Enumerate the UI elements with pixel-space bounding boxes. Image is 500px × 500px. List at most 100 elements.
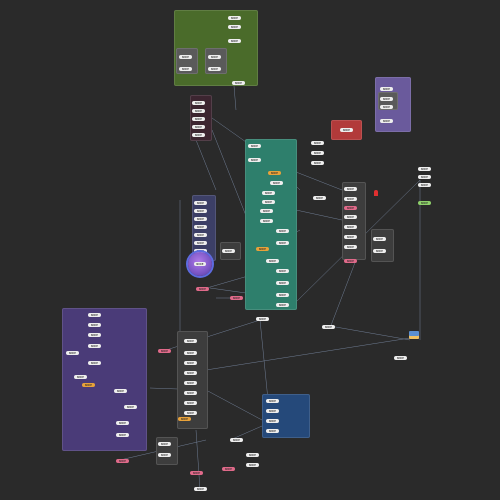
node[interactable]: NODE (178, 416, 191, 421)
node[interactable]: NODE (266, 398, 279, 403)
node[interactable]: NODE (311, 150, 324, 155)
node[interactable]: NODE (248, 143, 261, 148)
node[interactable]: NODE (184, 410, 197, 415)
preview-orb-node[interactable]: NODE (188, 252, 212, 276)
node[interactable]: NODE (418, 166, 431, 171)
node[interactable]: NODE (262, 199, 275, 204)
node[interactable]: NODE (88, 332, 101, 337)
node[interactable]: NODE (266, 428, 279, 433)
node[interactable]: NODE (194, 200, 207, 205)
node[interactable]: NODE (266, 418, 279, 423)
node[interactable]: NODE (270, 180, 283, 185)
node[interactable]: NODE (184, 380, 197, 385)
node[interactable]: NODE (311, 160, 324, 165)
node[interactable]: NODE (313, 195, 326, 200)
node[interactable]: NODE (276, 302, 289, 307)
node[interactable]: NODE (322, 324, 335, 329)
node[interactable]: NODE (344, 196, 357, 201)
node[interactable]: NODE (344, 244, 357, 249)
node[interactable]: NODE (88, 312, 101, 317)
node[interactable]: NODE (184, 338, 197, 343)
node[interactable]: NODE (179, 54, 192, 59)
node[interactable]: NODE (88, 322, 101, 327)
node[interactable]: NODE (192, 132, 205, 137)
node[interactable]: NODE (373, 248, 386, 253)
node[interactable]: NODE (230, 437, 243, 442)
node[interactable]: NODE (256, 316, 269, 321)
node[interactable]: NODE (228, 24, 241, 29)
node[interactable]: NODE (276, 228, 289, 233)
node[interactable]: NODE (208, 54, 221, 59)
node[interactable]: NODE (184, 400, 197, 405)
node[interactable]: NODE (114, 388, 127, 393)
node[interactable]: NODE (179, 66, 192, 71)
node[interactable]: NODE (74, 374, 87, 379)
node[interactable]: NODE (344, 234, 357, 239)
node[interactable]: NODE (228, 38, 241, 43)
node[interactable]: NODE (184, 370, 197, 375)
node[interactable]: NODE (248, 157, 261, 162)
node[interactable]: NODE (116, 432, 129, 437)
node[interactable]: NODE (260, 208, 273, 213)
node[interactable]: NODE (192, 100, 205, 105)
node[interactable]: NODE (184, 390, 197, 395)
node[interactable]: NODE (380, 96, 393, 101)
node[interactable]: NODE (184, 350, 197, 355)
node[interactable]: NODE (380, 86, 393, 91)
node[interactable]: NODE (158, 441, 171, 446)
node[interactable]: NODE (418, 200, 431, 205)
node[interactable]: NODE (260, 218, 273, 223)
image-preview-icon[interactable] (409, 331, 419, 339)
node[interactable]: NODE (194, 232, 207, 237)
node[interactable]: NODE (192, 124, 205, 129)
node[interactable]: NODE (373, 236, 386, 241)
node[interactable]: NODE (158, 348, 171, 353)
node[interactable]: NODE (418, 174, 431, 179)
node[interactable]: NODE (276, 280, 289, 285)
node[interactable]: NODE (380, 118, 393, 123)
node[interactable]: NODE (222, 248, 235, 253)
node[interactable]: NODE (268, 170, 281, 175)
node[interactable]: NODE (194, 240, 207, 245)
node[interactable]: NODE (116, 458, 129, 463)
node[interactable]: NODE (88, 343, 101, 348)
node[interactable]: NODE (266, 408, 279, 413)
node[interactable]: NODE (194, 486, 207, 491)
node[interactable]: NODE (192, 108, 205, 113)
node[interactable]: NODE (194, 248, 207, 253)
node[interactable]: NODE (184, 360, 197, 365)
node[interactable]: NODE (344, 205, 357, 210)
node[interactable]: NODE (194, 208, 207, 213)
node[interactable]: NODE (230, 295, 243, 300)
node[interactable]: NODE (196, 286, 209, 291)
node[interactable]: NODE (256, 246, 269, 251)
node[interactable]: NODE (418, 182, 431, 187)
node[interactable]: NODE (158, 452, 171, 457)
node[interactable]: NODE (262, 190, 275, 195)
node[interactable]: NODE (192, 116, 205, 121)
node[interactable]: NODE (190, 470, 203, 475)
node[interactable]: NODE (222, 466, 235, 471)
node[interactable]: NODE (82, 382, 95, 387)
node[interactable]: NODE (380, 104, 393, 109)
node[interactable]: NODE (344, 258, 357, 263)
node[interactable]: NODE (276, 292, 289, 297)
node[interactable]: NODE (194, 224, 207, 229)
node[interactable]: NODE (340, 127, 353, 132)
node[interactable]: NODE (276, 268, 289, 273)
node[interactable]: NODE (311, 140, 324, 145)
group-dark-small-right[interactable] (371, 229, 394, 262)
node[interactable]: NODE (194, 216, 207, 221)
node[interactable]: NODE (266, 258, 279, 263)
node[interactable]: NODE (246, 462, 259, 467)
group-purple[interactable] (62, 308, 147, 451)
node[interactable]: NODE (276, 240, 289, 245)
node[interactable]: NODE (116, 420, 129, 425)
node[interactable]: NODE (344, 186, 357, 191)
group-teal[interactable] (245, 139, 297, 310)
node[interactable]: NODE (246, 452, 259, 457)
node[interactable]: NODE (88, 360, 101, 365)
node[interactable]: NODE (232, 80, 245, 85)
node[interactable]: NODE (66, 350, 79, 355)
